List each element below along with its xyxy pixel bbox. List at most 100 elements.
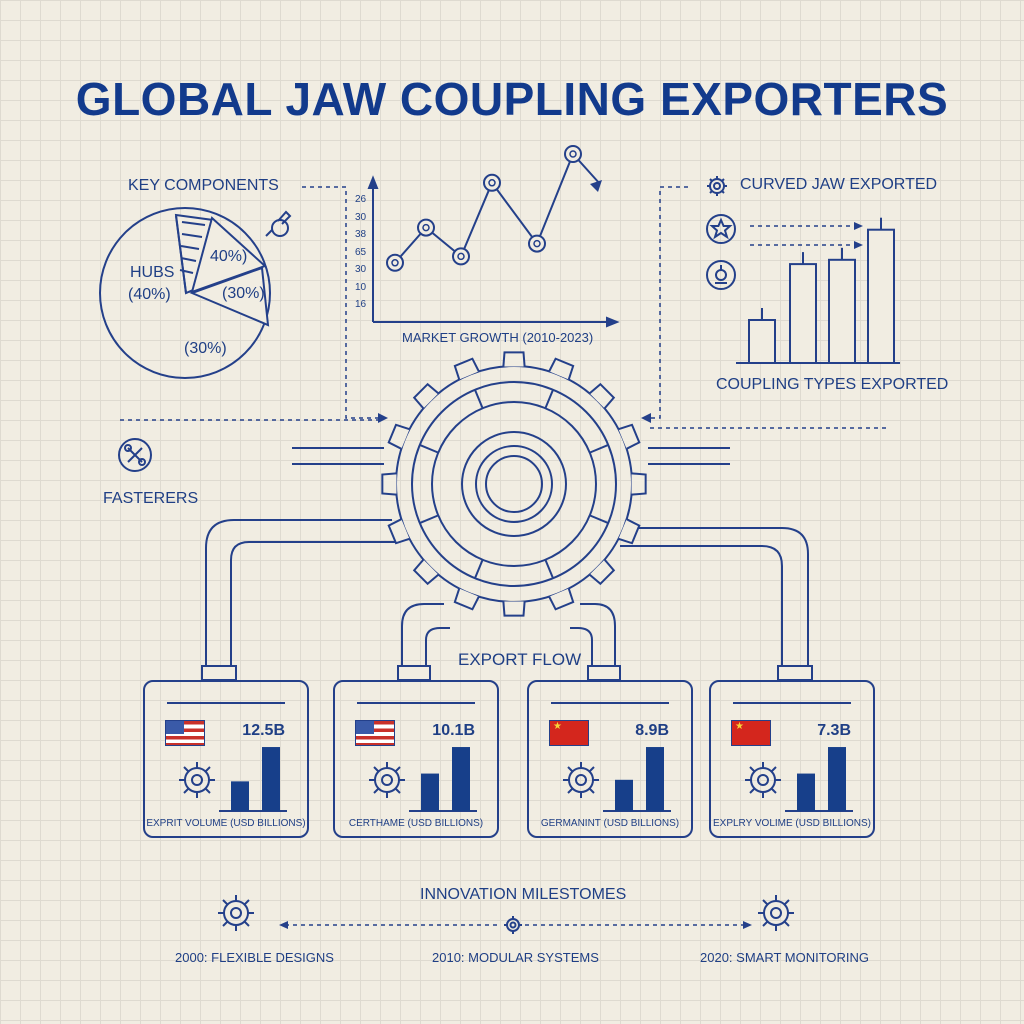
milestone-label-2010: 2010: MODULAR SYSTEMS — [432, 950, 599, 965]
coupling-bar-chart — [736, 217, 900, 365]
card-value: 10.1B — [432, 722, 475, 739]
central-gear-coupling — [381, 351, 647, 617]
coupling-bar-3 — [828, 258, 856, 364]
pie-label-hubs: HUBS — [130, 264, 175, 281]
card-value: 12.5B — [242, 722, 285, 739]
gear-icon-milestone-1 — [218, 895, 254, 931]
card-chart — [179, 747, 287, 812]
line-arrowhead — [590, 180, 602, 192]
gear-tooth — [502, 601, 526, 617]
y-tick-label: 30 — [355, 264, 367, 275]
gear-tooth — [381, 472, 397, 496]
gear-icon — [369, 762, 405, 798]
y-tick-label: 26 — [355, 194, 367, 205]
line-point-4 — [483, 173, 501, 192]
coupling-bar-2 — [789, 263, 817, 365]
card-bar-2 — [452, 747, 470, 811]
cn-flag-icon: ★ — [549, 720, 589, 746]
gear-tooth — [412, 382, 440, 410]
coupling-bar-1 — [748, 319, 776, 364]
line-point-3 — [452, 247, 470, 266]
gear-spoke — [419, 444, 439, 454]
card-caption: GERMANINT (USD BILLIONS) — [540, 818, 680, 829]
pie-label-hubs-pct: (40%) — [128, 286, 171, 303]
milestones-heading: INNOVATION MILESTOMES — [420, 886, 627, 903]
line-point-5 — [528, 234, 546, 253]
card-bar-2 — [262, 747, 280, 811]
line-point-core-1 — [391, 259, 399, 267]
card-rule — [551, 702, 669, 704]
gear-tooth — [387, 423, 410, 450]
exporter-card-1: 12.5B EXPRIT VOLUME (USD BILLIONS) — [143, 680, 309, 838]
card-bar-1 — [231, 781, 249, 811]
y-tick-label: 10 — [355, 281, 367, 293]
line-point-core-3 — [457, 252, 465, 261]
gear-spoke — [544, 559, 554, 579]
gear-icon — [563, 762, 599, 798]
milestone-label-2020: 2020: SMART MONITORING — [700, 950, 870, 965]
gear-icon-milestone-3 — [758, 895, 794, 931]
curved-jaw-legend-label: CURVED JAW EXPORTED — [740, 176, 938, 193]
exporter-card-4: ★ 7.3B EXPLRY VOLIME (USD BILLIONS) — [709, 680, 875, 838]
gear-spoke — [589, 514, 609, 524]
line-point-core-2 — [422, 223, 430, 232]
us-flag-icon — [355, 720, 395, 746]
card-bar-1 — [615, 779, 633, 811]
y-tick-label: 30 — [355, 211, 367, 223]
card-chart — [745, 747, 853, 812]
card-bar-1 — [421, 773, 439, 811]
line-point-core-5 — [533, 239, 541, 248]
gear-spoke — [589, 444, 609, 454]
line-chart-axes — [367, 175, 620, 328]
export-flow-label: EXPORT FLOW — [458, 650, 582, 669]
card-caption: EXPRIT VOLUME (USD BILLIONS) — [146, 818, 306, 829]
gear-tooth — [548, 588, 575, 611]
gear-tooth — [618, 423, 641, 450]
y-tick-label: 38 — [355, 229, 367, 240]
gear-tooth — [588, 558, 616, 586]
card-chart — [563, 747, 671, 812]
card-rule — [733, 702, 851, 704]
card-value: 8.9B — [635, 722, 669, 739]
key-components-heading: KEY COMPONENTS — [128, 177, 279, 194]
line-series-growth — [394, 152, 601, 264]
pie-label-slice-a: 40%) — [210, 248, 248, 265]
fasteners-label: FASTERERS — [103, 490, 199, 507]
gear-tooth — [453, 357, 480, 380]
line-chart-marks — [386, 145, 602, 272]
card-value: 7.3B — [817, 722, 851, 739]
coupling-bar-4 — [867, 228, 895, 364]
line-point-core-6 — [569, 150, 577, 158]
card-caption: CERTHAME (USD BILLIONS) — [348, 818, 484, 829]
market-growth-caption: MARKET GROWTH (2010-2023) — [402, 330, 594, 345]
y-tick-label: 65 — [355, 246, 367, 258]
pie-slice-30 — [189, 266, 270, 327]
gear-tooth — [588, 382, 616, 410]
gear-tooth — [453, 588, 480, 611]
pie-chart — [99, 207, 271, 379]
cn-flag-icon: ★ — [731, 720, 771, 746]
gear-tooth — [412, 558, 440, 586]
gear-spoke — [474, 559, 484, 579]
card-bar-2 — [646, 747, 664, 811]
card-bar-1 — [797, 773, 815, 811]
gear-icon-legend — [707, 176, 727, 196]
gear-icon — [179, 762, 215, 798]
gear-spoke — [544, 389, 554, 409]
card-chart — [369, 747, 477, 812]
gear-spoke — [419, 514, 439, 524]
pipes-right — [570, 447, 813, 681]
gear-tooth — [548, 357, 575, 380]
card-rule — [167, 702, 285, 704]
coupling-icon — [706, 260, 736, 290]
gear-tooth — [618, 518, 641, 545]
gear-icon — [745, 762, 781, 798]
exporter-card-2: 10.1B CERTHAME (USD BILLIONS) — [333, 680, 499, 838]
exporter-card-3: ★ 8.9B GERMANINT (USD BILLIONS) — [527, 680, 693, 838]
gear-icon-milestone-2 — [504, 916, 522, 934]
card-rule — [357, 702, 475, 704]
line-point-1 — [386, 253, 404, 272]
us-flag-icon — [165, 720, 205, 746]
pipes-left — [201, 447, 450, 681]
